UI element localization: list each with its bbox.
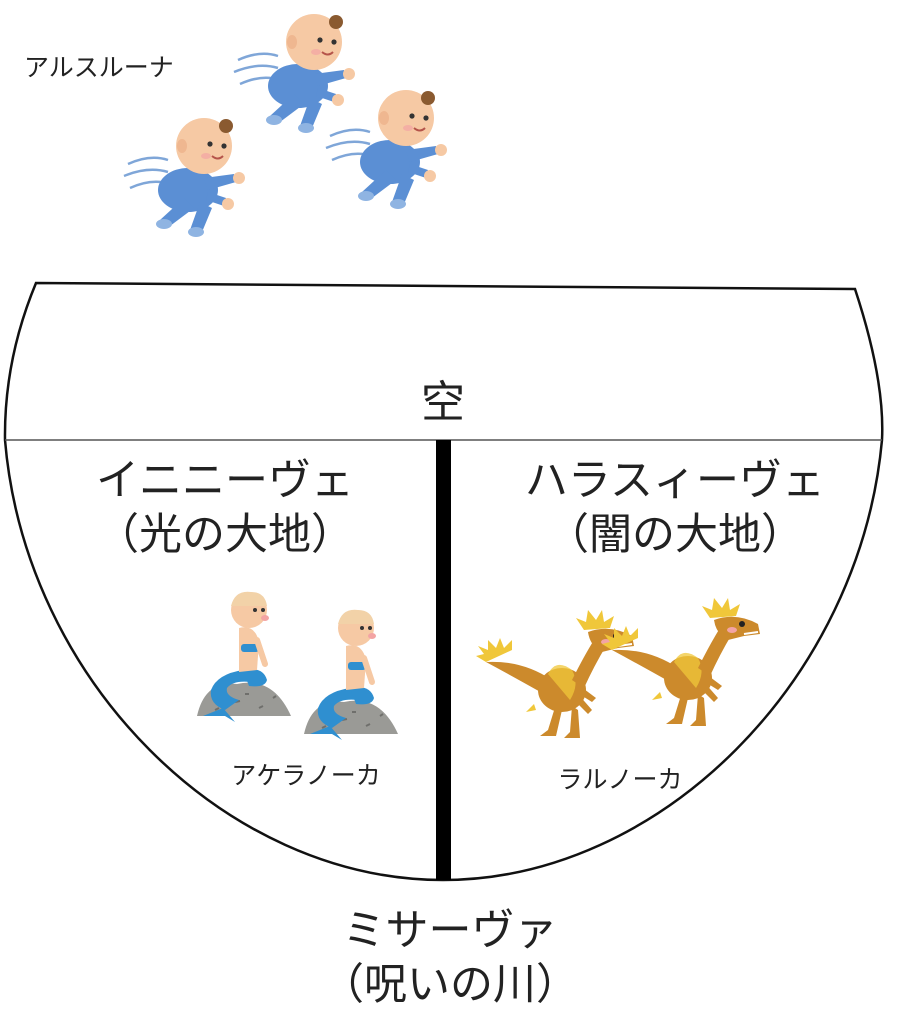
- crawling-baby-icon: [122, 116, 247, 239]
- mermaid-group-label: アケラノーカ: [231, 761, 381, 790]
- dark-land-description: （闇の大地）: [546, 510, 804, 560]
- crawling-baby-icon: [232, 12, 357, 135]
- light-land-description: （光の大地）: [96, 510, 354, 560]
- dinosaur-group-label: ラルノーカ: [557, 765, 683, 794]
- light-land-name: イニニーヴェ: [96, 456, 354, 506]
- crawling-baby-icon: [324, 88, 449, 211]
- sky-label: 空: [421, 377, 465, 428]
- river-description: （呪いの川）: [321, 960, 579, 1010]
- baby-group-label: アルスルーナ: [24, 53, 174, 82]
- river-line: [436, 440, 451, 880]
- river-name: ミサーヴァ: [342, 906, 558, 956]
- dark-land-name: ハラスィーヴェ: [524, 456, 826, 506]
